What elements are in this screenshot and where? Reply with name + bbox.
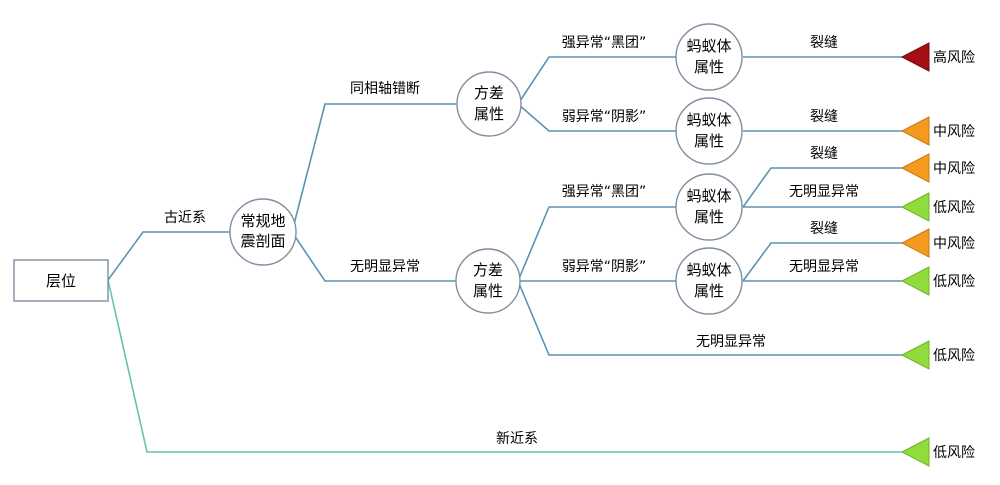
ant-b1-line1: 蚂蚁体 xyxy=(686,187,731,205)
label-varA-strong: 强异常“黑团” xyxy=(562,35,647,51)
variance-lower-line1: 方差 xyxy=(473,261,503,279)
risk-label-low: 低风险 xyxy=(933,200,975,216)
variance-node-upper: 方差 属性 xyxy=(456,71,522,137)
label-varB-strong: 强异常“黑团” xyxy=(562,184,647,200)
ant-node-b2: 蚂蚁体 属性 xyxy=(675,247,743,315)
label-paleogene: 古近系 xyxy=(164,210,206,226)
root-label: 层位 xyxy=(46,272,76,290)
edge-varB-none xyxy=(517,280,905,356)
risk-markers: 高风险 中风险 中风险 低风险 中风险 低风险 低风险 低风险 xyxy=(900,42,975,467)
label-seismic-upper: 同相轴错断 xyxy=(350,81,420,97)
label-antB1-none: 无明显异常 xyxy=(789,184,859,200)
label-antB2-crack: 裂缝 xyxy=(810,221,838,237)
ant-node-a2: 蚂蚁体 属性 xyxy=(675,97,743,165)
risk-triangle-icon xyxy=(900,437,930,467)
ant-a1-line2: 属性 xyxy=(694,58,724,76)
edge-root-paleogene xyxy=(107,231,233,281)
ant-b1-line2: 属性 xyxy=(694,208,724,226)
variance-upper-line2: 属性 xyxy=(474,105,504,123)
risk-label-low: 低风险 xyxy=(933,274,975,290)
label-varB-weak: 弱异常“阴影” xyxy=(562,259,647,275)
ant-a2-line2: 属性 xyxy=(694,132,724,150)
ant-a1-line1: 蚂蚁体 xyxy=(686,37,731,55)
risk-label-mid: 中风险 xyxy=(933,236,975,252)
risk-triangle-icon xyxy=(900,340,930,370)
risk-triangle-icon xyxy=(900,42,930,72)
variance-upper-line1: 方差 xyxy=(474,84,504,102)
risk-label-high: 高风险 xyxy=(933,49,975,66)
seismic-node: 常规地 震剖面 xyxy=(229,198,297,266)
edge-seismic-lower xyxy=(291,231,457,282)
risk-mid-1: 中风险 xyxy=(900,116,975,146)
risk-low-2: 低风险 xyxy=(900,266,975,296)
ant-node-b1: 蚂蚁体 属性 xyxy=(675,173,743,241)
risk-triangle-icon xyxy=(900,192,930,222)
risk-label-mid: 中风险 xyxy=(933,161,975,177)
seismic-label-line2: 震剖面 xyxy=(240,232,285,250)
label-varA-weak: 弱异常“阴影” xyxy=(562,109,647,125)
ant-b2-line1: 蚂蚁体 xyxy=(686,261,731,279)
edge-antB1-crack xyxy=(742,167,905,208)
risk-triangle-icon xyxy=(900,116,930,146)
label-antA2-crack: 裂缝 xyxy=(810,109,838,125)
risk-label-low: 低风险 xyxy=(933,445,975,461)
edge-varB-strong xyxy=(517,206,676,282)
variance-node-lower: 方差 属性 xyxy=(455,248,521,314)
edge-root-neogene xyxy=(107,279,905,453)
risk-label-low: 低风险 xyxy=(933,348,975,364)
ant-node-a1: 蚂蚁体 属性 xyxy=(675,23,743,91)
risk-low-3: 低风险 xyxy=(900,340,975,370)
risk-label-mid: 中风险 xyxy=(933,124,975,140)
seismic-label-line1: 常规地 xyxy=(240,212,285,230)
risk-mid-2: 中风险 xyxy=(900,153,975,183)
risk-triangle-icon xyxy=(900,228,930,258)
root-node: 层位 xyxy=(13,259,109,302)
risk-triangle-icon xyxy=(900,153,930,183)
label-antB1-crack: 裂缝 xyxy=(810,146,838,162)
variance-lower-line2: 属性 xyxy=(473,282,503,300)
ant-b2-line2: 属性 xyxy=(694,282,724,300)
label-varB-none: 无明显异常 xyxy=(696,334,766,350)
ant-a2-line1: 蚂蚁体 xyxy=(686,111,731,129)
risk-low-4: 低风险 xyxy=(900,437,975,467)
edge-seismic-upper xyxy=(291,103,460,233)
risk-low-1: 低风险 xyxy=(900,192,975,222)
label-neogene: 新近系 xyxy=(496,431,538,447)
edges xyxy=(107,56,905,453)
label-antA1-crack: 裂缝 xyxy=(810,35,838,51)
risk-triangle-icon xyxy=(900,266,930,296)
label-seismic-lower: 无明显异常 xyxy=(350,259,420,275)
edge-varA-strong xyxy=(517,56,676,105)
edge-varA-weak xyxy=(517,103,676,132)
risk-high-1: 高风险 xyxy=(900,42,975,72)
risk-mid-3: 中风险 xyxy=(900,228,975,258)
label-antB2-none: 无明显异常 xyxy=(789,259,859,275)
edge-labels: 古近系 新近系 同相轴错断 无明显异常 强异常“黑团” 弱异常“阴影” 强异常“… xyxy=(164,35,859,447)
edge-antB2-crack xyxy=(742,242,905,282)
